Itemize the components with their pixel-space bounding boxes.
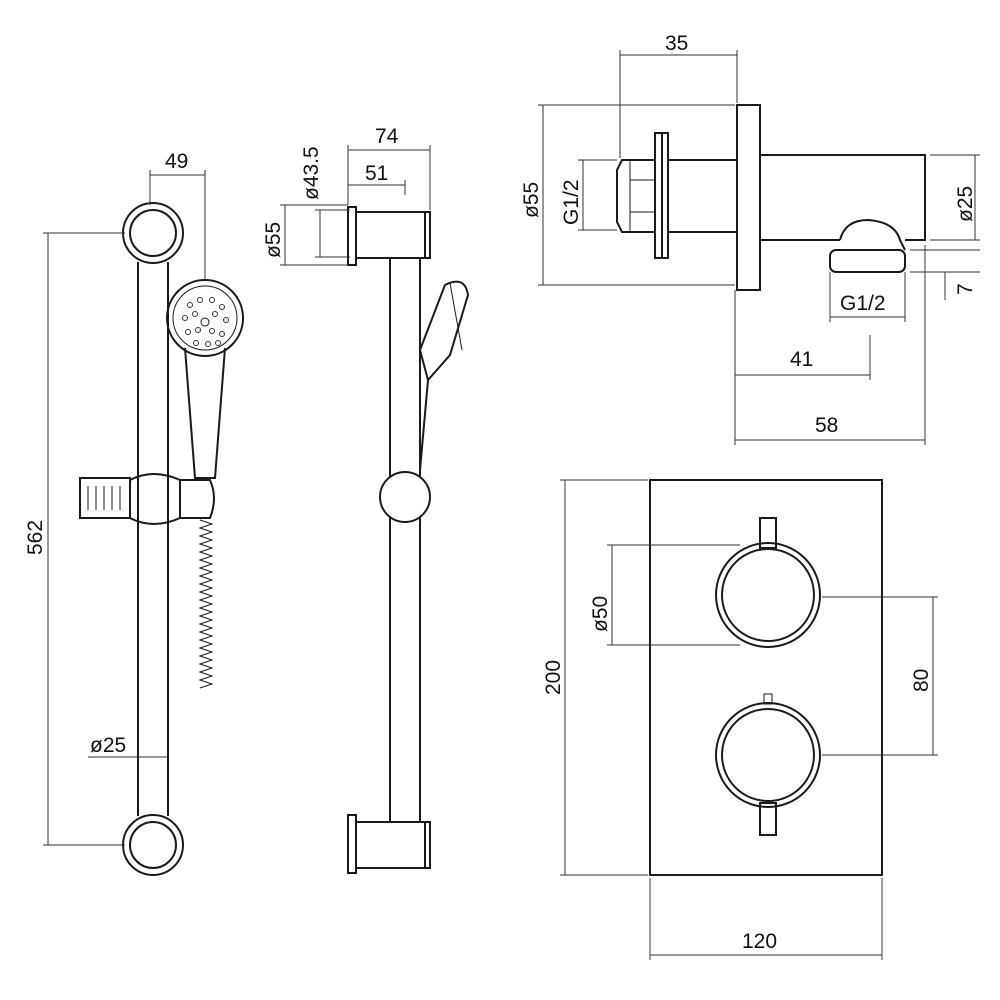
dim-51: 51 <box>365 162 388 185</box>
dim-plate-diameter: ø55 <box>262 222 285 258</box>
dim-inlet-thread: G1/2 <box>560 179 583 225</box>
dim-200: 200 <box>542 660 565 695</box>
shower-rail-front-view: 49 562 ø25 <box>24 150 244 876</box>
dim-35: 35 <box>665 32 688 55</box>
dim-562: 562 <box>24 520 47 555</box>
shower-rail-side-view: 74 51 ø43.5 ø55 <box>262 125 470 874</box>
wall-outlet-view: 35 ø55 G1/2 ø25 7 G1/2 41 58 <box>520 32 980 445</box>
dim-outlet-thread: G1/2 <box>840 292 886 315</box>
dim-80: 80 <box>910 669 933 692</box>
dim-bracket-diameter: ø43.5 <box>300 146 323 200</box>
dim-74: 74 <box>375 125 399 148</box>
dim-knob-diameter: ø50 <box>589 596 612 632</box>
dim-49: 49 <box>165 150 188 173</box>
dim-rail-diameter: ø25 <box>90 734 126 757</box>
dim-58: 58 <box>815 414 838 437</box>
dim-41: 41 <box>790 348 813 371</box>
thermostatic-valve-view: 200 ø50 80 120 <box>542 479 938 960</box>
dim-120: 120 <box>742 930 777 953</box>
dim-outlet-plate-diameter: ø55 <box>520 182 543 218</box>
dim-pipe-diameter: ø25 <box>954 186 977 222</box>
dim-7: 7 <box>954 283 977 295</box>
hand-shower-front <box>166 279 244 479</box>
hose <box>198 519 214 689</box>
slider-clamp <box>79 473 215 525</box>
